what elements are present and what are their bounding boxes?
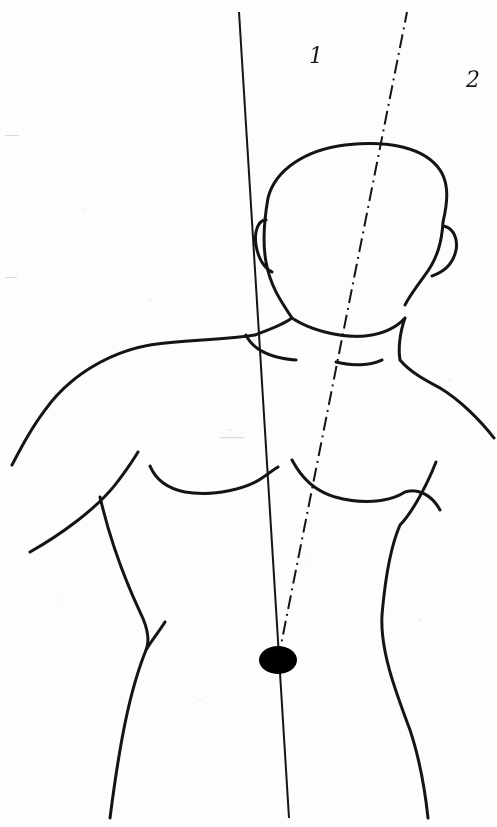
left-shoulder-arm [12, 335, 255, 465]
center-point-marker [259, 646, 297, 674]
right-ear [432, 226, 457, 276]
label-line-2: 2 [466, 70, 480, 92]
left-arm-lower [30, 452, 138, 552]
neck-left [255, 318, 292, 335]
label-line-1: 1 [309, 46, 323, 68]
torso-right-side [382, 462, 436, 818]
scan-noise [5, 119, 451, 761]
collar-right [336, 360, 382, 365]
collar-left [246, 335, 296, 360]
chest-right [292, 460, 405, 501]
head-outline [264, 144, 447, 318]
right-shoulder-arm [400, 360, 494, 438]
jaw-line [292, 318, 405, 336]
torso-left-side [100, 497, 148, 818]
reference-line-1 [239, 12, 289, 818]
chest-left [150, 466, 278, 493]
